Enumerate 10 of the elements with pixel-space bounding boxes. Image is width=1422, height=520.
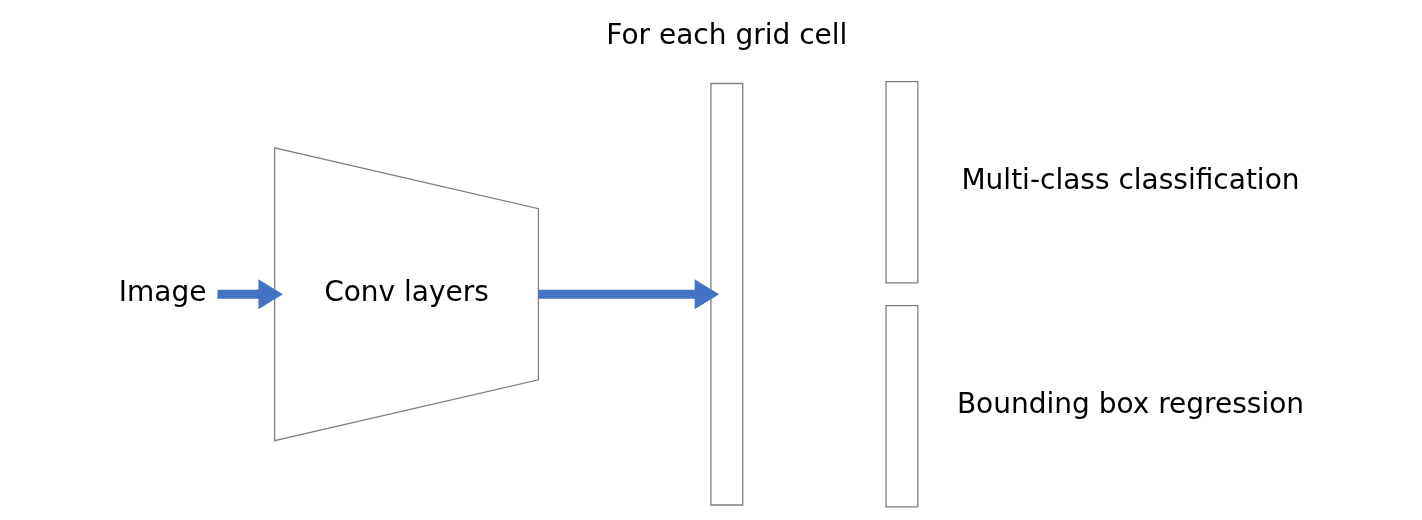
node-box: Conv layers — [273, 146, 539, 441]
node-bar — [884, 304, 918, 508]
node-bar — [884, 80, 918, 283]
arrow — [537, 278, 719, 309]
arrow — [216, 278, 283, 309]
label: For each grid cell — [605, 17, 847, 51]
node-text: Image — [118, 274, 206, 308]
node-label: Bounding box regression — [956, 386, 1304, 420]
node-bar — [709, 82, 743, 506]
node-label: Multi-class classification — [960, 162, 1300, 196]
